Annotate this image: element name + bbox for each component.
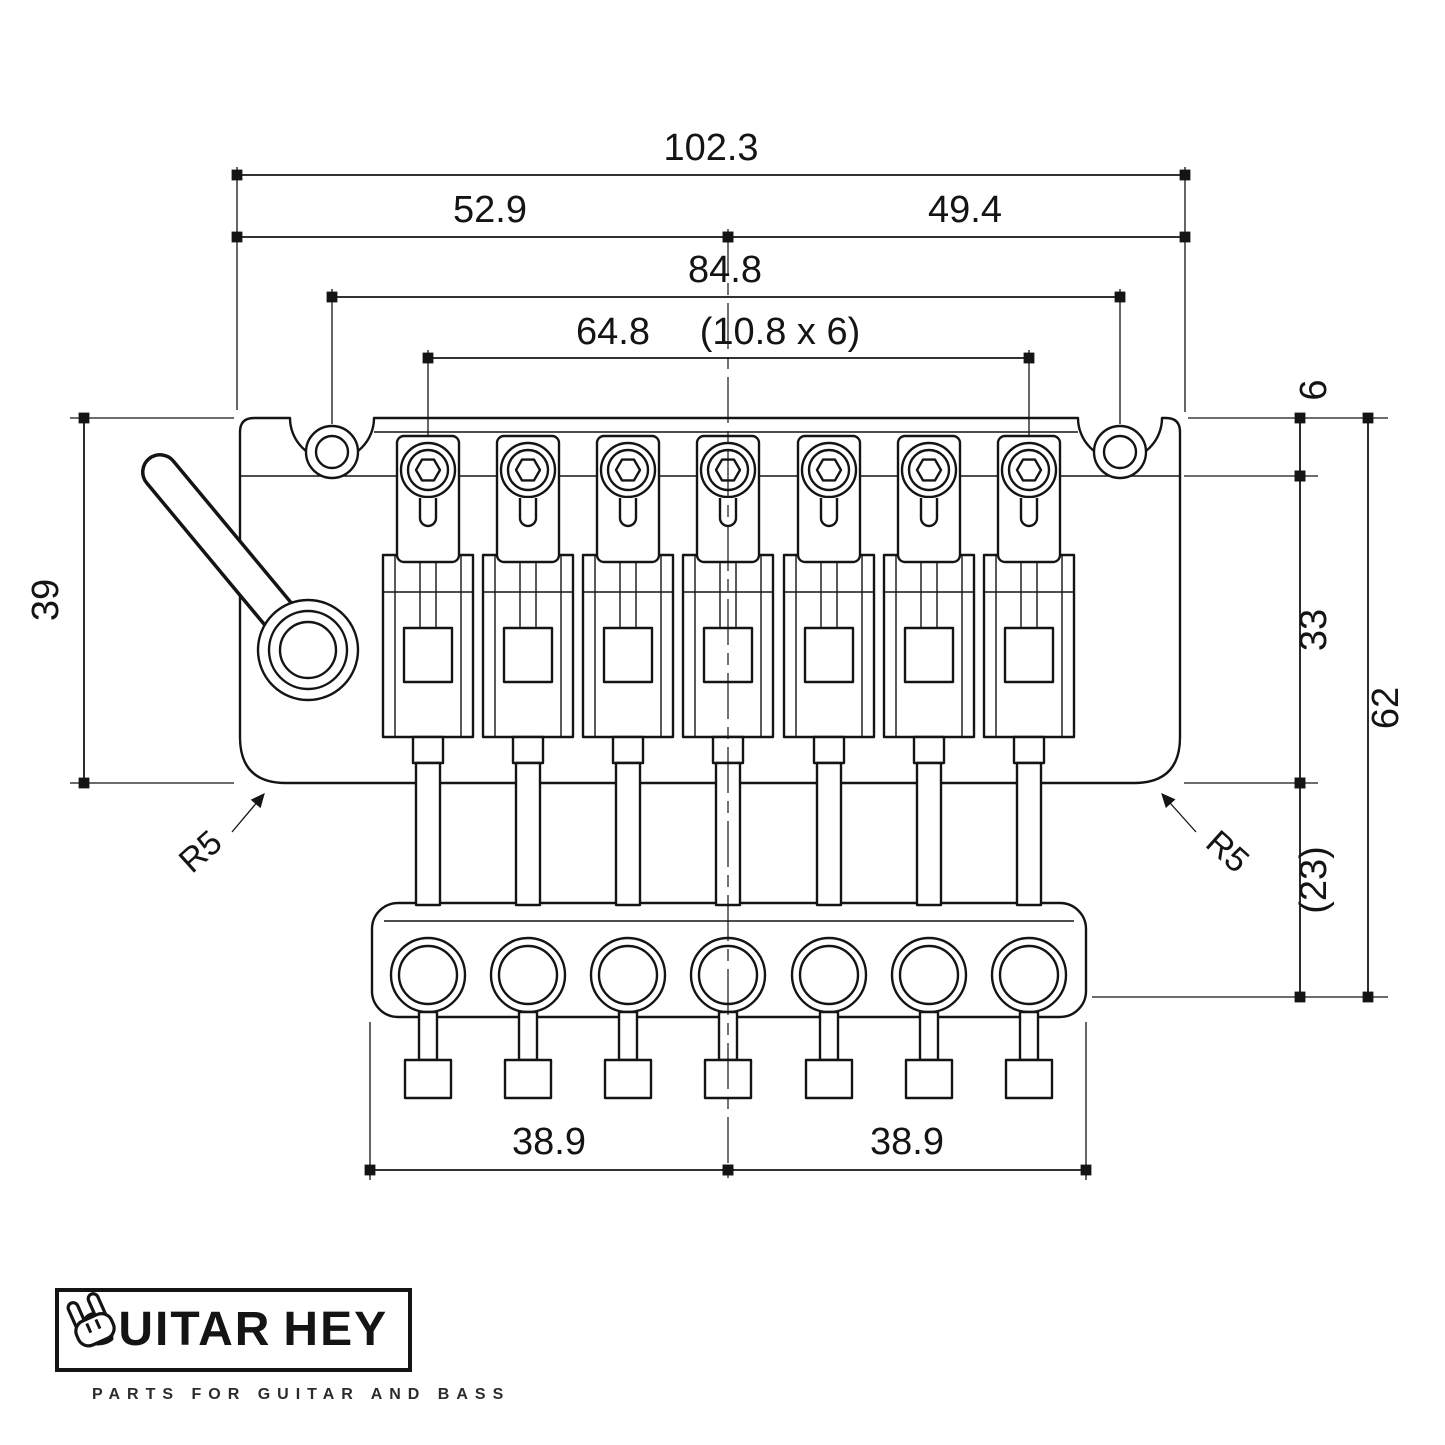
brand-name-right: HEY xyxy=(283,1303,389,1356)
mounting-stud-right xyxy=(1092,424,1148,480)
dim-corner-radius-right: R5 xyxy=(1198,823,1256,880)
dim-tuner-span-left: 38.9 xyxy=(512,1121,586,1163)
dim-stud-spacing: 84.8 xyxy=(688,249,762,291)
dim-string-pitch: (10.8 x 6) xyxy=(700,311,861,353)
dim-tuner-span-right: 38.9 xyxy=(870,1121,944,1163)
dim-base-to-tuner: (23) xyxy=(1293,846,1335,914)
saddle-3 xyxy=(581,434,675,907)
brand-tagline: PARTS FOR GUITAR AND BASS xyxy=(92,1386,511,1403)
rock-hand-icon xyxy=(66,1292,116,1348)
mounting-stud-left xyxy=(304,424,360,480)
saddle-6 xyxy=(882,434,976,907)
leader-r5-right xyxy=(1161,793,1197,833)
dim-string-spread: 64.8 xyxy=(576,311,650,353)
bridge-drawing xyxy=(141,416,1182,1100)
dim-corner-radius-left: R5 xyxy=(172,823,230,880)
tremolo-arm xyxy=(141,453,360,702)
brand-logo: GUITAR HEY xyxy=(55,1288,413,1372)
dim-plate-height: 39 xyxy=(25,579,67,621)
dim-lock-to-base: 33 xyxy=(1293,609,1335,651)
saddle-1 xyxy=(381,434,475,907)
dim-right-width: 49.4 xyxy=(928,189,1002,231)
dim-left-width: 52.9 xyxy=(453,189,527,231)
leader-r5-left xyxy=(231,793,265,833)
saddle-2 xyxy=(481,434,575,907)
dim-total-width: 102.3 xyxy=(663,127,758,169)
dim-overall-height: 62 xyxy=(1365,687,1407,729)
saddle-7 xyxy=(982,434,1076,907)
saddle-5 xyxy=(782,434,876,907)
dim-edge-to-lock: 6 xyxy=(1293,379,1335,400)
